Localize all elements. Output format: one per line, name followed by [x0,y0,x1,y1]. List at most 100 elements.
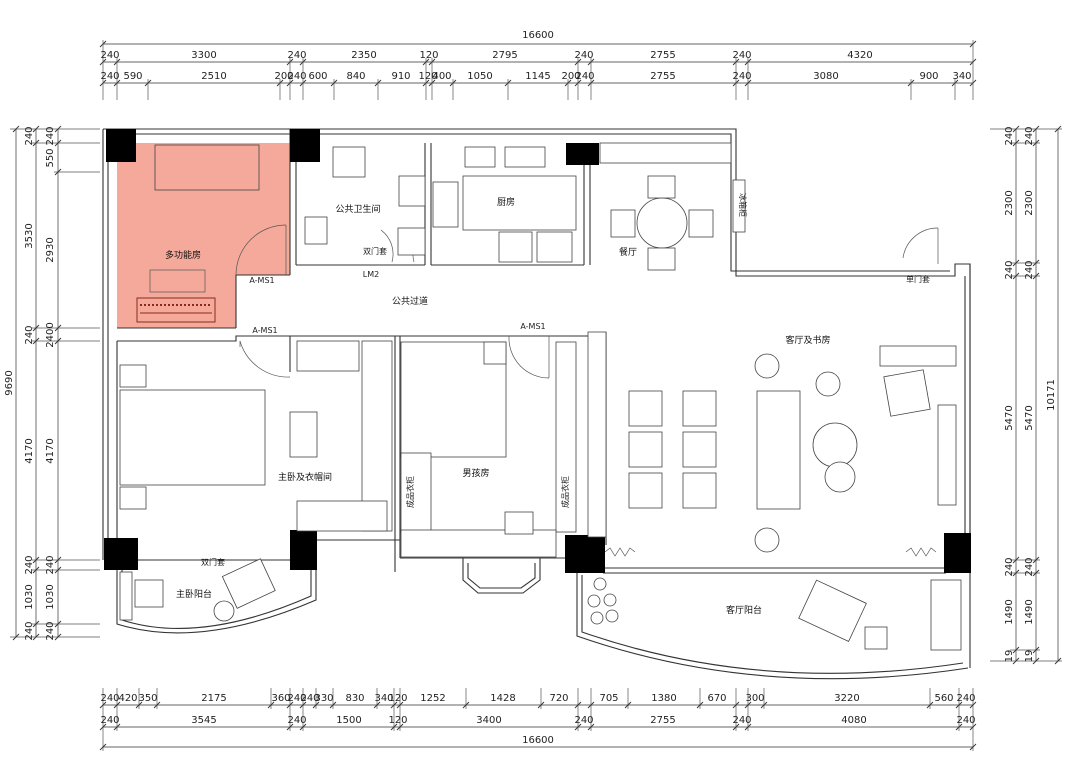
svg-text:冰箱柜: 冰箱柜 [738,193,748,217]
svg-text:240: 240 [1024,126,1035,145]
svg-text:19: 19 [1024,650,1035,663]
svg-text:240: 240 [100,715,119,726]
svg-text:A-MS1: A-MS1 [249,276,274,285]
svg-text:240: 240 [24,325,35,344]
svg-text:240: 240 [1004,260,1015,279]
svg-text:4170: 4170 [24,438,35,463]
svg-text:双门套: 双门套 [363,246,387,256]
svg-text:3400: 3400 [476,715,501,726]
svg-text:2795: 2795 [492,50,517,61]
room-label-kitchen: 厨房 [497,196,515,208]
svg-text:240: 240 [100,50,119,61]
svg-text:19: 19 [1004,650,1015,663]
column [290,129,320,162]
svg-text:240: 240 [100,71,119,82]
svg-text:2930: 2930 [45,237,56,262]
svg-text:240: 240 [287,693,306,704]
svg-text:2510: 2510 [201,71,226,82]
column [565,535,605,573]
svg-text:单门套: 单门套 [906,274,930,284]
svg-text:240: 240 [45,555,56,574]
room-label-living: 客厅及书房 [785,334,830,346]
room-label-living-balcony: 客厅阳台 [726,604,762,616]
top-extension-lines [102,40,974,100]
svg-text:910: 910 [391,71,410,82]
svg-text:成品衣柜: 成品衣柜 [405,476,415,508]
bottom-total: 16600 [522,735,554,746]
svg-text:240: 240 [956,715,975,726]
svg-text:240: 240 [24,126,35,145]
svg-text:340: 340 [952,71,971,82]
svg-text:1252: 1252 [420,693,445,704]
svg-text:840: 840 [346,71,365,82]
svg-text:1145: 1145 [525,71,550,82]
multi-function-room-highlight [117,143,290,328]
svg-text:240: 240 [300,693,319,704]
furniture [119,142,962,651]
top-total: 16600 [522,30,554,41]
svg-text:560: 560 [934,693,953,704]
svg-text:5470: 5470 [1004,405,1015,430]
svg-text:590: 590 [123,71,142,82]
column [290,530,317,570]
svg-text:240: 240 [1024,557,1035,576]
svg-text:300: 300 [745,693,764,704]
svg-text:900: 900 [919,71,938,82]
svg-text:A-MS1: A-MS1 [252,326,277,335]
svg-text:240: 240 [1024,260,1035,279]
svg-text:350: 350 [138,693,157,704]
room-label-multi: 多功能房 [165,249,201,261]
svg-text:670: 670 [707,693,726,704]
svg-text:340: 340 [374,693,393,704]
svg-text:3080: 3080 [813,71,838,82]
svg-text:2300: 2300 [1004,190,1015,215]
svg-text:240: 240 [287,50,306,61]
svg-text:1050: 1050 [467,71,492,82]
top-dimensions: 16600 240 3300 240 2350 120 2795 240 275… [99,30,977,100]
svg-text:2175: 2175 [201,693,226,704]
room-label-master: 主卧及衣帽间 [278,471,332,483]
top-row1-labels: 240 3300 240 2350 120 2795 240 2755 240 … [100,50,872,61]
svg-text:3530: 3530 [24,223,35,248]
column [566,143,599,165]
svg-text:2400: 2400 [45,322,56,347]
svg-text:200: 200 [274,71,293,82]
bottom-dimensions: 240 420 350 2175 360 240 240 330 830 340… [99,688,977,751]
svg-text:705: 705 [599,693,618,704]
svg-text:240: 240 [1004,557,1015,576]
svg-text:120: 120 [418,71,437,82]
svg-text:120: 120 [388,693,407,704]
svg-text:240: 240 [575,71,594,82]
svg-text:3220: 3220 [834,693,859,704]
svg-text:2350: 2350 [351,50,376,61]
svg-text:240: 240 [956,693,975,704]
room-labels: 多功能房 公共卫生间 厨房 餐厅 公共过道 客厅及书房 主卧及衣帽间 男孩房 主… [165,196,831,616]
svg-text:5470: 5470 [1024,405,1035,430]
svg-text:1428: 1428 [490,693,515,704]
right-total: 10171 [1046,379,1057,411]
svg-text:240: 240 [45,126,56,145]
svg-text:240: 240 [732,50,751,61]
svg-text:830: 830 [345,693,364,704]
svg-text:600: 600 [308,71,327,82]
svg-text:420: 420 [118,693,137,704]
svg-text:240: 240 [287,71,306,82]
svg-text:3545: 3545 [191,715,216,726]
svg-text:240: 240 [287,715,306,726]
svg-text:240: 240 [24,621,35,640]
room-label-boys: 男孩房 [462,467,489,479]
svg-text:360: 360 [271,693,290,704]
svg-text:330: 330 [314,693,333,704]
svg-text:550: 550 [45,148,56,167]
svg-text:4170: 4170 [45,438,56,463]
svg-text:1490: 1490 [1024,599,1035,624]
svg-text:3300: 3300 [191,50,216,61]
svg-text:120: 120 [419,50,438,61]
bottom-extension-lines [102,688,974,751]
svg-text:240: 240 [24,555,35,574]
svg-text:4320: 4320 [847,50,872,61]
left-dimensions: 9690 240 3530 240 4170 240 1030 240 240 … [4,125,100,641]
svg-text:120: 120 [388,715,407,726]
svg-text:2755: 2755 [650,50,675,61]
